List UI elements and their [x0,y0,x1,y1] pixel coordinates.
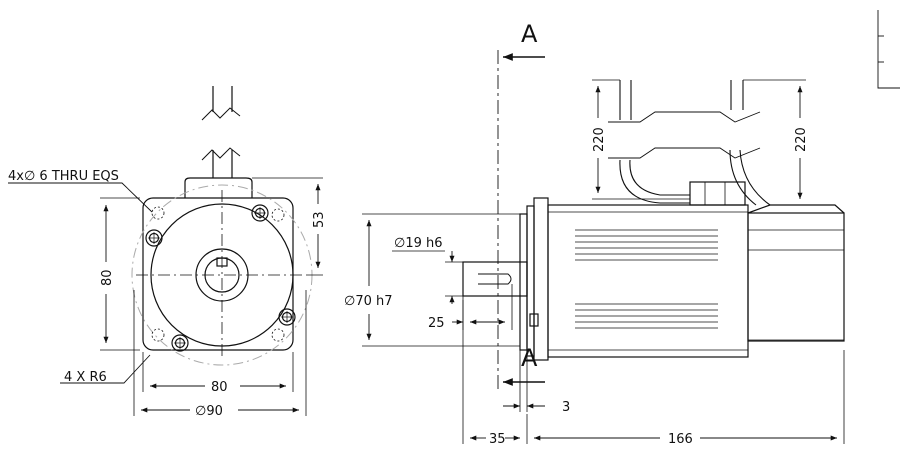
section-label-top: A [521,20,538,48]
mounting-hole-l [145,229,163,247]
mounting-hole-bl [171,334,189,352]
body-length-label: 166 [668,432,693,447]
front-view [8,86,323,416]
flange-thickness-label: 3 [562,400,570,415]
shaft-length-label: 35 [489,432,506,447]
flange-slot [529,313,539,327]
motor-body [547,204,749,358]
front-diameter-label: ∅90 [195,404,223,419]
front-offset-label: 53 [312,211,327,228]
pilot-diameter-label: ∅70 h7 [344,294,393,309]
radius-label: 4 X R6 [64,370,107,385]
cable-gland [689,181,746,206]
shaft-diameter-label: ∅19 h6 [394,236,443,251]
section-label-bottom: A [521,344,538,372]
encoder-housing [747,212,845,342]
mounting-hole-tr [251,204,269,222]
cable1-length-label: 220 [592,127,607,152]
mounting-hole-r [278,308,296,326]
front-width-label: 80 [211,380,228,395]
side-flange [533,197,549,361]
side-flange-hub [519,213,528,351]
side-flange-plate [526,205,535,357]
front-cable [184,86,253,198]
holes-label: 4x∅ 6 THRU EQS [8,169,119,184]
side-shaft [462,261,528,297]
cable2-length-label: 220 [794,127,809,152]
key-depth-label: 25 [428,316,445,331]
front-height-label: 80 [100,269,115,286]
side-view [362,10,900,444]
